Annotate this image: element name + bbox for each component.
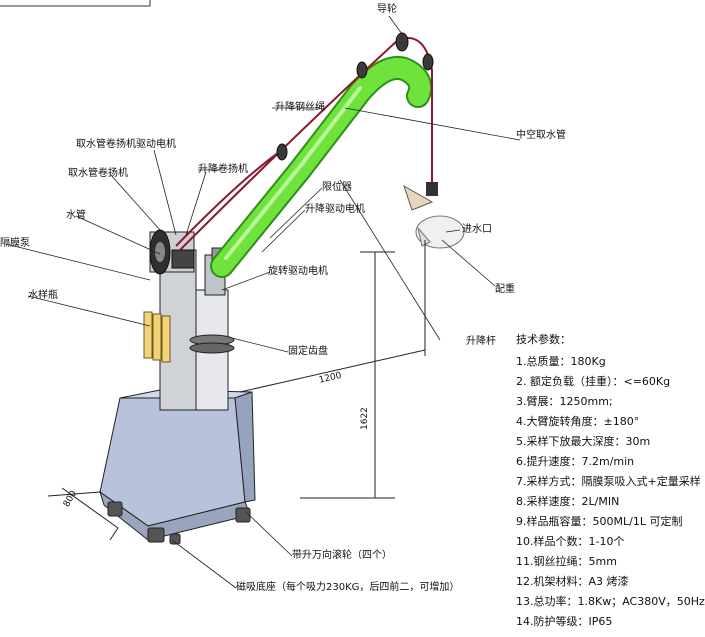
spec-item: 5.采样下放最大深度：30m: [516, 435, 651, 448]
frame-fragment: [0, 0, 151, 7]
label-water-pipe: 水管: [66, 210, 86, 221]
spec-item: 12.机架材料：A3 烤漆: [516, 575, 629, 588]
spec-item: 14.防护等级：IP65: [516, 615, 613, 628]
sampler-head: [403, 182, 465, 249]
label-guide-wheel: 导轮: [377, 4, 397, 15]
label-diaphragm-pump: 隔膜泵: [0, 238, 30, 249]
label-hose-reel: 取水管卷扬机: [68, 168, 128, 179]
label-lift-winch: 升降卷扬机: [198, 164, 248, 175]
label-casters: 带升万向滚轮（四个）: [292, 550, 392, 561]
dimension-height: 1622: [360, 407, 370, 430]
spec-item: 3.臂展：1250mm;: [516, 395, 613, 408]
spec-item: 13.总功率：1.8Kw；AC380V，50Hz: [516, 595, 705, 608]
sample-bottles: [143, 311, 171, 363]
green-arm: [210, 56, 433, 278]
label-sample-bottle: 水样瓶: [28, 290, 58, 301]
spec-item: 7.采样方式：隔膜泵吸入式+定量采样: [516, 475, 701, 488]
caster-wheels: [107, 501, 251, 545]
label-magnetic-base: 磁吸底座（每个吸力230KG，后四前二，可增加）: [236, 582, 460, 593]
label-lift-wire: 升降钢丝绳: [275, 102, 325, 113]
label-lift-rod: 升降杆: [466, 336, 496, 347]
label-counterweight: 配重: [495, 284, 515, 295]
spec-item: 9.样品瓶容量：500ML/1L 可定制: [516, 515, 683, 528]
label-hose-reel-motor: 取水管卷扬机驱动电机: [76, 139, 176, 150]
guide-wheel-shapes: [276, 32, 434, 161]
hose-reel-shape: [149, 229, 195, 275]
spec-title: 技术参数：: [516, 333, 571, 346]
spec-item: 6.提升速度：7.2m/min: [516, 455, 635, 468]
label-fixed-gear: 固定齿盘: [288, 346, 328, 357]
label-water-inlet: 进水口: [462, 224, 492, 235]
spec-item: 10.样品个数：1-10个: [516, 535, 625, 548]
label-rotation-motor: 旋转驱动电机: [268, 266, 328, 277]
spec-panel: 技术参数： 1.总质量：180Kg 2. 额定负载（挂重）：<=60Kg 3.臂…: [516, 330, 705, 632]
label-limiter: 限位器: [322, 182, 352, 193]
magnetic-base-shape: [99, 389, 256, 541]
spec-item: 4.大臂旋转角度：±180°: [516, 415, 640, 428]
spec-item: 8.采样速度：2L/MIN: [516, 495, 620, 508]
spec-item: 2. 额定负载（挂重）：<=60Kg: [516, 375, 671, 388]
label-lift-motor: 升降驱动电机: [305, 204, 365, 215]
spec-item: 11.钢丝拉绳：5mm: [516, 555, 617, 568]
dimension-lines: [47, 240, 426, 541]
label-hollow-pipe: 中空取水管: [516, 130, 566, 141]
leader-lines: [5, 15, 521, 589]
spec-item: 1.总质量：180Kg: [516, 355, 606, 368]
